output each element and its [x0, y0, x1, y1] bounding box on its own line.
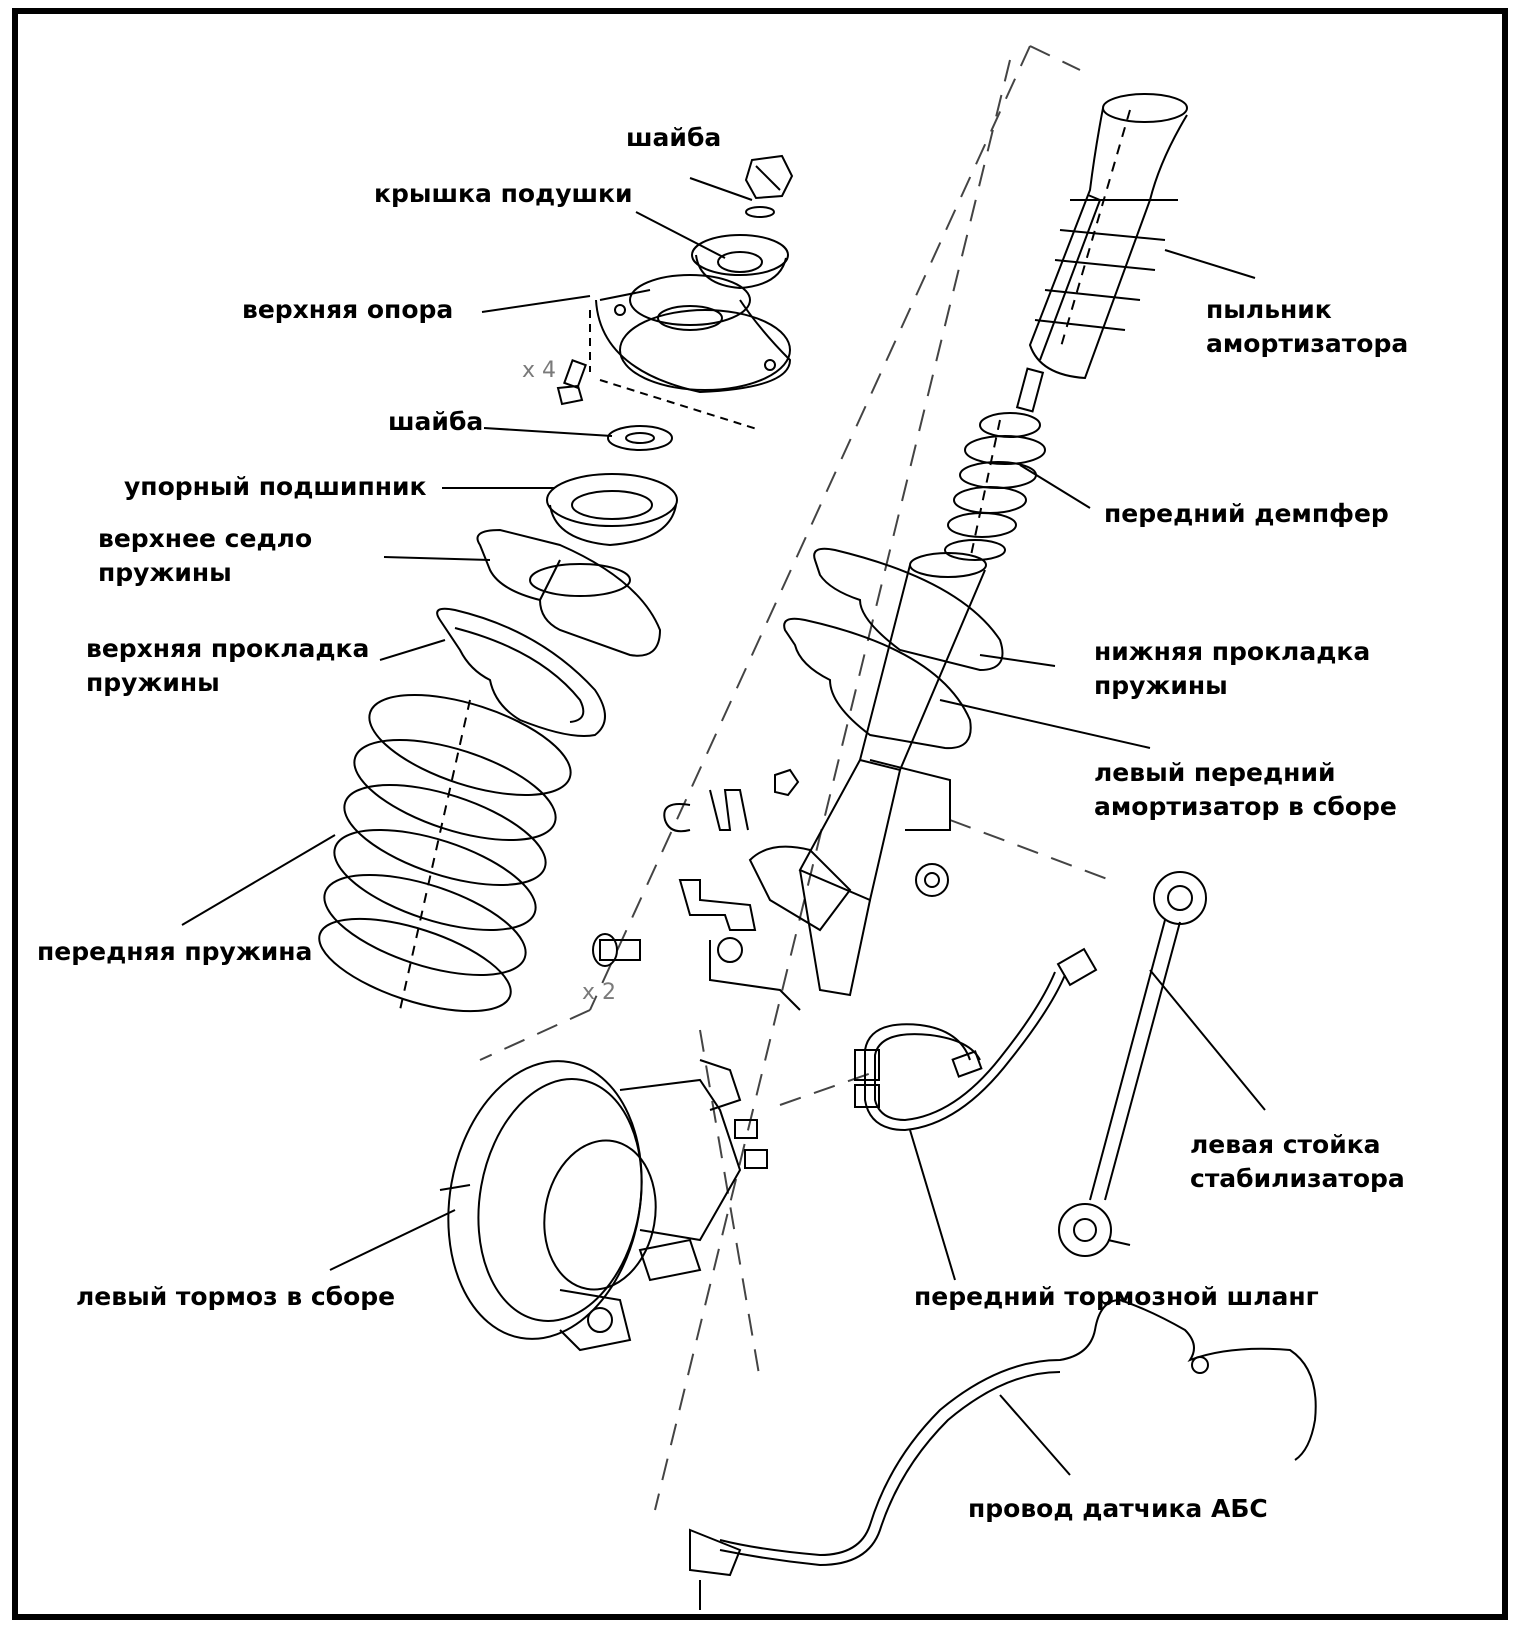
lower-spring-seat-part: [783, 617, 972, 750]
qty-knuckle-bolts: x 2: [582, 980, 617, 1005]
label-stab-link-1: левая стойка: [1190, 1130, 1381, 1159]
label-upper-mount: верхняя опора: [242, 295, 454, 324]
label-left-strut-2: амортизатор в сборе: [1094, 792, 1397, 821]
label-cushion-cover: крышка подушки: [374, 179, 633, 208]
label-washer-mid: шайба: [388, 407, 484, 436]
knuckle-bracket-part: [592, 845, 852, 1011]
thrust-bearing-part: [546, 473, 678, 547]
cushion-cover-part: [691, 234, 789, 290]
stabilizer-link-part: [1058, 871, 1207, 1257]
label-washer-top: шайба: [626, 123, 722, 152]
clips-part: [663, 768, 949, 897]
left-brake-part: [439, 1059, 768, 1352]
abs-wire-part: [689, 1298, 1317, 1610]
label-bump-stop: передний демпфер: [1104, 499, 1389, 528]
assembly-axis-dashes: [479, 45, 1111, 1511]
label-boot-2: амортизатора: [1206, 329, 1409, 358]
leader-lines: [181, 177, 1266, 1476]
label-front-spring: передняя пружина: [37, 937, 313, 966]
upper-mount-part: [589, 274, 792, 431]
label-upper-pad-2: пружины: [86, 668, 220, 697]
label-left-brake: левый тормоз в сборе: [76, 1282, 396, 1311]
label-lower-pad-1: нижняя прокладка: [1094, 637, 1371, 666]
top-nut-part: [744, 154, 794, 218]
washer-mid-part: [607, 425, 673, 451]
label-thrust-bearing: упорный подшипник: [124, 472, 427, 501]
upper-spring-seat-part: [476, 528, 662, 657]
bump-stop-part: [944, 367, 1046, 561]
label-brake-hose: передний тормозной шланг: [914, 1282, 1319, 1311]
diagram-frame: [12, 8, 1508, 1620]
strut-body-part: [798, 552, 987, 997]
label-boot-1: пыльник: [1206, 295, 1332, 324]
front-spring-part: [318, 693, 572, 1013]
label-upper-seat-1: верхнее седло: [98, 524, 313, 553]
lower-spring-pad-part: [813, 547, 1004, 672]
brake-hose-part: [854, 947, 1098, 1132]
upper-spring-pad-part: [436, 607, 606, 737]
qty-mount-bolts: x 4: [522, 358, 557, 383]
label-left-strut-1: левый передний: [1094, 758, 1336, 787]
mount-bolt-part: [556, 359, 587, 406]
label-upper-pad-1: верхняя прокладка: [86, 634, 370, 663]
label-abs-wire: провод датчика АБС: [968, 1494, 1268, 1523]
label-stab-link-2: стабилизатора: [1190, 1164, 1405, 1193]
label-upper-seat-2: пружины: [98, 558, 232, 587]
shock-boot-part: [1028, 93, 1188, 380]
label-lower-pad-2: пружины: [1094, 671, 1228, 700]
